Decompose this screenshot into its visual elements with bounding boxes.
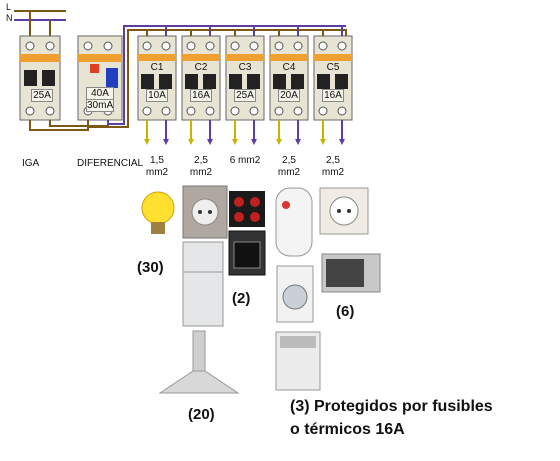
output-arrow-c3 xyxy=(232,139,238,145)
circuit-name-c2: C2 xyxy=(194,62,208,73)
sockets-c2-count: (20) xyxy=(188,406,215,423)
feed-wires-iga xyxy=(29,11,51,36)
light-bulb-icon xyxy=(141,191,175,234)
microwave-icon xyxy=(321,253,381,293)
circuit-section-unit-c4: mm2 xyxy=(277,167,301,178)
socket-c2-icon xyxy=(182,185,228,239)
output-arrow-c2 xyxy=(188,139,194,145)
circuit-section-value-c4: 2,5 xyxy=(282,155,296,166)
output-arrow-c1 xyxy=(163,139,169,145)
circuit-breaker-c1 xyxy=(137,35,177,121)
circuit-name-c5: C5 xyxy=(326,62,340,73)
circuit-section-unit-c1: mm2 xyxy=(145,167,169,178)
lighting-count: (30) xyxy=(137,259,164,276)
iga-breaker xyxy=(19,35,61,121)
circuit-breakers xyxy=(137,35,353,121)
iga-rating: 25A xyxy=(31,89,53,102)
ceramic-hob-icon xyxy=(229,191,265,227)
rcd-label: DIFERENCIAL xyxy=(77,158,144,169)
washing-machine-icon xyxy=(276,265,314,323)
rcd-output-bus xyxy=(87,29,347,128)
neutral-label: N xyxy=(6,13,13,23)
stove-count: (2) xyxy=(232,290,251,307)
rcd-neutral-bus xyxy=(107,25,346,125)
circuit-output-wires xyxy=(144,26,345,145)
output-arrow-c3 xyxy=(251,139,257,145)
circuit-section-unit-c2: mm2 xyxy=(189,167,213,178)
circuit-breaker-c5 xyxy=(313,35,353,121)
line-label: L xyxy=(6,2,12,12)
circuit-section-value-c5: 2,5 xyxy=(326,155,340,166)
water-heater-icon xyxy=(275,187,313,257)
output-arrow-c2 xyxy=(207,139,213,145)
circuit-breaker-c3 xyxy=(225,35,265,121)
fridge-icon xyxy=(182,241,224,327)
output-arrow-c5 xyxy=(320,139,326,145)
circuit-name-c4: C4 xyxy=(282,62,296,73)
output-arrow-c5 xyxy=(339,139,345,145)
sockets-c5-count: (6) xyxy=(336,303,355,320)
circuit-breaker-c4 xyxy=(269,35,309,121)
circuit-name-c1: C1 xyxy=(150,62,164,73)
iga-label: IGA xyxy=(22,158,40,169)
circuit-section-value-c3: 6 mm2 xyxy=(229,155,261,166)
socket-c5-icon xyxy=(319,187,369,235)
circuit-rating-c4: 20A xyxy=(278,89,300,102)
oven-icon xyxy=(228,230,266,276)
output-arrow-c4 xyxy=(276,139,282,145)
circuit-rating-c2: 16A xyxy=(190,89,212,102)
output-arrow-c1 xyxy=(144,139,150,145)
extractor-hood-icon xyxy=(158,330,240,394)
protection-note-line1: (3) Protegidos por fusibles xyxy=(290,398,493,415)
circuit-rating-c1: 10A xyxy=(146,89,168,102)
protection-note-line2: o térmicos 16A xyxy=(290,421,405,438)
circuit-rating-c5: 16A xyxy=(322,89,344,102)
rcd-rating-sensitivity: 30mA xyxy=(86,99,114,112)
circuit-section-value-c2: 2,5 xyxy=(194,155,208,166)
circuit-section-unit-c5: mm2 xyxy=(321,167,345,178)
dishwasher-icon xyxy=(275,331,321,391)
output-arrow-c4 xyxy=(295,139,301,145)
circuit-section-value-c1: 1,5 xyxy=(150,155,164,166)
circuit-name-c3: C3 xyxy=(238,62,252,73)
circuit-rating-c3: 25A xyxy=(234,89,256,102)
circuit-breaker-c2 xyxy=(181,35,221,121)
